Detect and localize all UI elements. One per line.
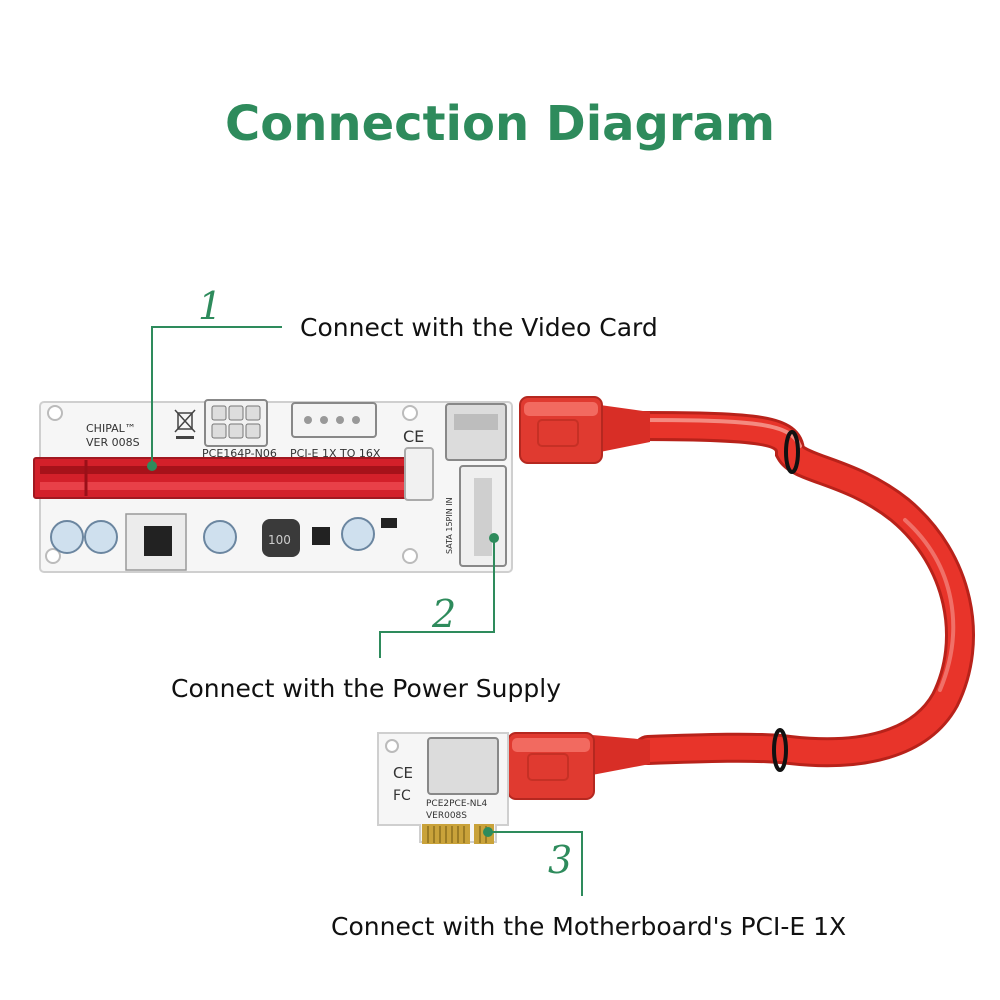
leader-lines xyxy=(147,326,583,896)
leader-line-1 xyxy=(151,326,282,466)
usb-plug-top xyxy=(519,396,603,464)
usb-plug-bottom xyxy=(507,732,595,800)
adapter-board: CE FC PCE2PCE-NL4 VER008S xyxy=(377,732,509,844)
adapter-model-text: PCE2PCE-NL4 xyxy=(426,799,488,809)
cable-loop xyxy=(625,411,975,768)
capacitors xyxy=(50,517,375,554)
riser-slot-text: PCI-E 1X TO 16X xyxy=(290,447,381,460)
callout-number-1: 1 xyxy=(198,284,223,328)
callout-number-3: 3 xyxy=(548,838,573,882)
svg-text:CE: CE xyxy=(393,764,413,782)
riser-version-text: VER 008S xyxy=(86,436,140,449)
leader-dot-2 xyxy=(489,533,499,543)
usb-cable xyxy=(592,405,975,775)
riser-brand-text: CHIPAL™ xyxy=(86,422,136,435)
usb-receptacle xyxy=(445,403,507,461)
page-title: Connection Diagram xyxy=(225,96,775,152)
cable-tie-bottom xyxy=(772,728,788,772)
sata-text: SATA 15PIN IN xyxy=(445,497,454,554)
leader-dot-1 xyxy=(147,461,157,471)
svg-text:CE: CE xyxy=(403,427,424,446)
inductor xyxy=(262,519,300,557)
callout-label-2: Connect with the Power Supply xyxy=(171,674,562,703)
callout-label-1: Connect with the Video Card xyxy=(300,313,658,342)
leader-dot-3 xyxy=(483,827,493,837)
inductor-text: 100 xyxy=(268,533,291,547)
cable-tie-top xyxy=(784,430,800,474)
molex-connector xyxy=(291,402,377,438)
leader-line-3 xyxy=(488,831,583,896)
adapter-version-text: VER008S xyxy=(426,811,467,821)
gold-fingers xyxy=(422,824,494,844)
callout-number-2: 2 xyxy=(432,592,457,636)
pcie-16x-slot xyxy=(33,457,413,499)
callout-label-3: Connect with the Motherboard's PCI-E 1X xyxy=(331,912,847,941)
svg-text:FC: FC xyxy=(393,788,411,804)
riser-model-text: PCE164P-N06 xyxy=(202,447,277,460)
leader-line-2 xyxy=(379,538,495,658)
riser-board: CE FC CHIPAL™ VER 008S PCE164P-N06 PCI-E… xyxy=(33,399,513,573)
